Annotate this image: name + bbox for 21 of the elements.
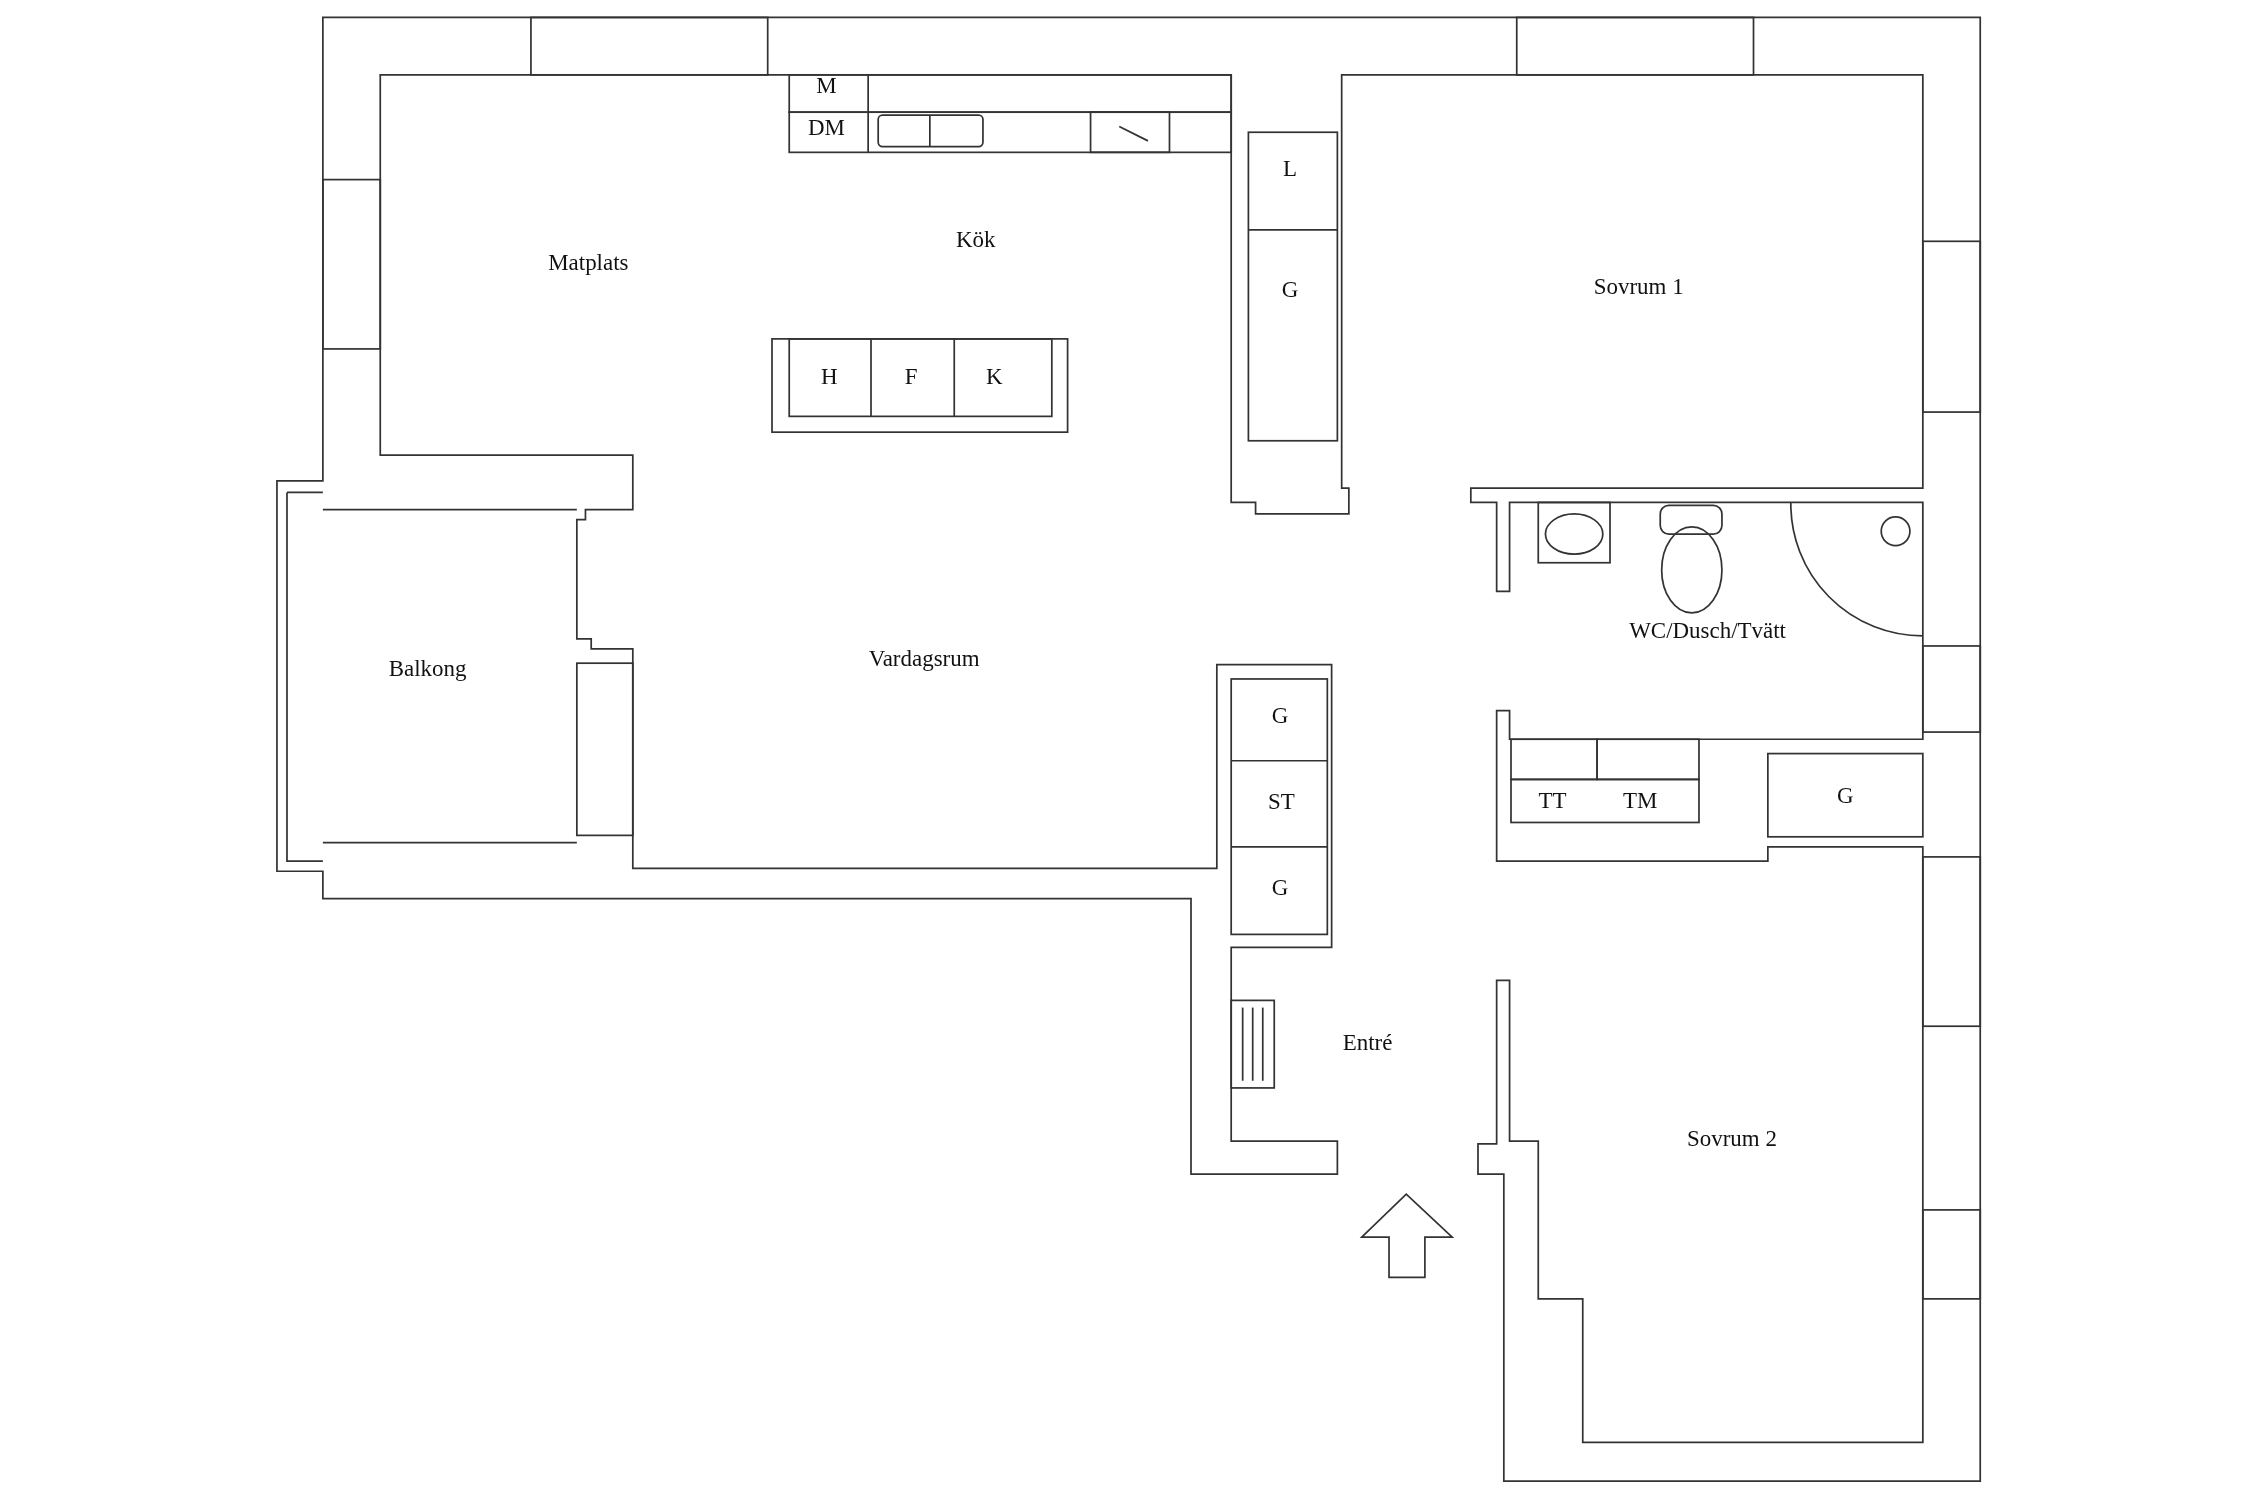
fixture-label: TT bbox=[1538, 789, 1567, 813]
fixture-label: M bbox=[816, 74, 837, 98]
fixture-label: L bbox=[1283, 157, 1297, 181]
fixture-label: G bbox=[1271, 876, 1289, 900]
fixture-label: ST bbox=[1268, 790, 1295, 814]
room-label: Sovrum 1 bbox=[1593, 275, 1684, 299]
room-label: Kök bbox=[956, 228, 996, 252]
fixture-label: DM bbox=[808, 116, 845, 140]
fixture-label: TM bbox=[1622, 789, 1658, 813]
room-label: Sovrum 2 bbox=[1687, 1127, 1777, 1151]
room-label: Balkong bbox=[388, 657, 467, 681]
room-label: Matplats bbox=[548, 251, 629, 275]
fixture-label: F bbox=[904, 365, 918, 389]
fixture-label: G bbox=[1271, 704, 1289, 728]
fixture-label: K bbox=[986, 365, 1003, 389]
fixture-label: G bbox=[1837, 784, 1854, 808]
fixture-label: H bbox=[821, 365, 838, 389]
room-label: Entré bbox=[1342, 1031, 1393, 1055]
fixture-label: G bbox=[1281, 278, 1299, 302]
room-label: WC/Dusch/Tvätt bbox=[1629, 619, 1786, 643]
room-label: Vardagsrum bbox=[868, 647, 980, 671]
